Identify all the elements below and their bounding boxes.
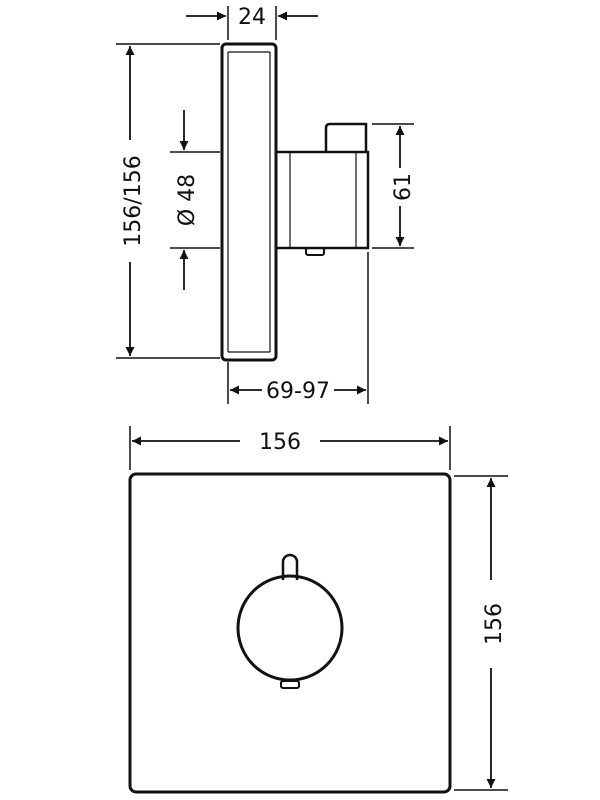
dim-handle-height-label: 61 <box>391 173 416 201</box>
handle-lever-side <box>324 122 368 152</box>
handle-nub-side <box>305 247 325 256</box>
dim-front-height-label: 156 <box>482 603 507 645</box>
side-view: 24 156/156 Ø 48 61 69-97 <box>116 5 416 404</box>
front-view: 156 156 <box>128 426 508 794</box>
dim-width-label: 156 <box>259 430 301 455</box>
dim-projection-label: 69-97 <box>266 379 330 404</box>
handle-nub-front <box>280 680 300 689</box>
cover-plate-side <box>220 42 278 362</box>
cover-plate-front <box>128 472 452 794</box>
handle-lever-front <box>281 553 299 580</box>
dim-depth-label: 24 <box>238 5 266 30</box>
dim-diameter-label: Ø 48 <box>175 174 200 226</box>
handle-knob-front <box>236 574 344 682</box>
dim-height-label: 156/156 <box>121 155 146 246</box>
